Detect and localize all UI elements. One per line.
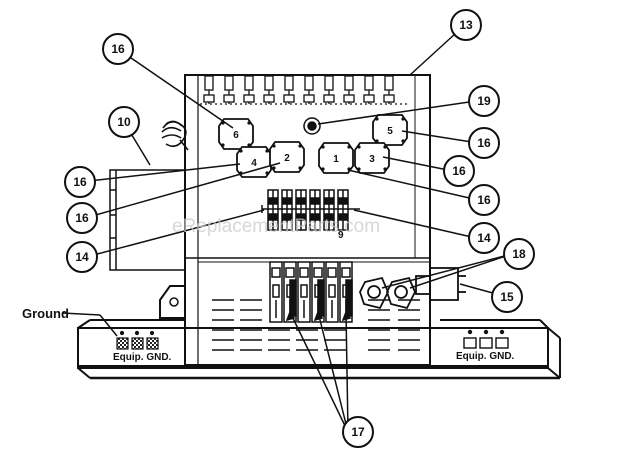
callout-15-number: 15 [500, 290, 514, 304]
relay-4: 4 [236, 146, 272, 178]
equip-gnd-left-label: Equip. GND. [113, 352, 172, 363]
breaker-bank [269, 261, 353, 323]
callout-16-top-left: 16 [102, 33, 134, 65]
equip-ground-right-terminals [463, 329, 509, 349]
callout-17-number: 17 [351, 425, 365, 439]
terminal-post [264, 75, 274, 91]
relay-components: 6 5 4 2 1 3 [218, 114, 408, 178]
callout-16-left-middle-number: 16 [73, 175, 87, 189]
terminal-post [284, 75, 294, 91]
side-box-15 [415, 267, 466, 301]
terminal-post [204, 75, 214, 91]
relay-6-label: 6 [233, 130, 239, 141]
relay-2-label: 2 [284, 153, 290, 164]
terminal-post [324, 75, 334, 91]
callout-19: 19 [468, 85, 500, 117]
callout-13: 13 [450, 9, 482, 41]
relay-1-label: 1 [333, 154, 339, 165]
terminal-post [364, 75, 374, 91]
callout-16-top-left-number: 16 [111, 42, 125, 56]
relay-5-label: 5 [387, 126, 393, 137]
relay-4-label: 4 [251, 158, 257, 169]
terminal-strip [200, 75, 410, 105]
callout-10: 10 [108, 106, 140, 138]
relay-2: 2 [269, 141, 305, 173]
base-tray [77, 319, 561, 380]
relay-1: 1 [318, 142, 354, 174]
ground-lug [161, 120, 189, 151]
equip-ground-left-terminals [116, 330, 159, 350]
fuse-holders [359, 276, 416, 310]
ground-label: Ground [22, 306, 69, 321]
callout-18: 18 [503, 238, 535, 270]
relay-6: 6 [218, 118, 254, 150]
callout-16-right-middle: 16 [443, 155, 475, 187]
callout-16-right-upper-number: 16 [477, 136, 491, 150]
terminal-post [344, 75, 354, 91]
callout-19-number: 19 [477, 94, 491, 108]
callout-15: 15 [491, 281, 523, 313]
callout-16-right-lower: 16 [468, 184, 500, 216]
callout-16-left-middle: 16 [64, 166, 96, 198]
callout-14-left: 14 [66, 241, 98, 273]
callout-10-number: 10 [117, 115, 131, 129]
callout-16-left-lower: 16 [66, 202, 98, 234]
callout-16-right-lower-number: 16 [477, 193, 491, 207]
equip-gnd-right-label: Equip. GND. [456, 351, 515, 362]
callout-14-right: 14 [468, 222, 500, 254]
callout-16-left-lower-number: 16 [75, 211, 89, 225]
callout-13-number: 13 [459, 18, 473, 32]
callout-16-right-upper: 16 [468, 127, 500, 159]
terminal-blocks [261, 189, 360, 231]
callout-14-right-number: 14 [477, 231, 491, 245]
relay-3: 3 [354, 142, 390, 174]
callout-16-right-middle-number: 16 [452, 164, 466, 178]
vent-slots [212, 299, 420, 351]
terminal-post [224, 75, 234, 91]
label-9: 9 [338, 230, 344, 241]
callout-17: 17 [342, 416, 374, 448]
terminal-post [244, 75, 254, 91]
callout-18-number: 18 [512, 247, 526, 261]
relay-5: 5 [372, 114, 408, 146]
watermark: eReplacementParts.com [172, 216, 380, 237]
terminal-post [304, 75, 314, 91]
main-chassis [184, 74, 431, 366]
terminal-post [384, 75, 394, 91]
indicator-19-part [303, 117, 321, 135]
relay-3-label: 3 [369, 154, 375, 165]
callout-14-left-number: 14 [75, 250, 89, 264]
